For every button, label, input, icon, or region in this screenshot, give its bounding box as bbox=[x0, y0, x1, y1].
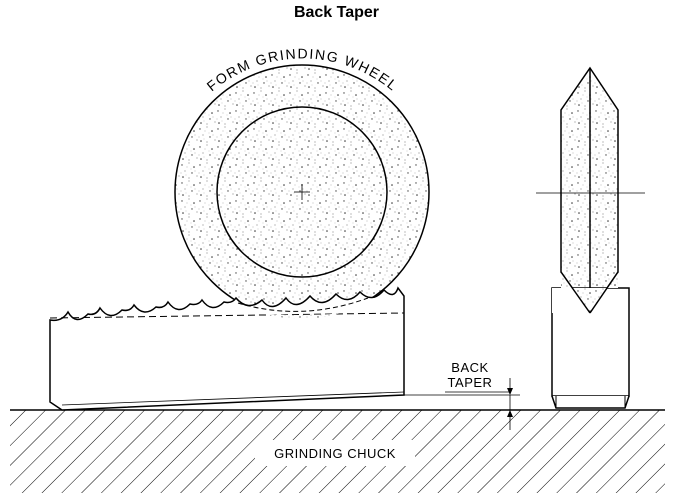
wheel-contact-dashed bbox=[237, 297, 369, 312]
cutter-body bbox=[49, 286, 405, 411]
grinding-chuck-label: GRINDING CHUCK bbox=[274, 446, 396, 461]
back-taper-label-line1: BACK bbox=[451, 360, 488, 375]
back-taper-label-line2: TAPER bbox=[448, 375, 493, 390]
back-taper-dimension: BACK TAPER bbox=[404, 360, 520, 430]
wheel-side-tip bbox=[561, 272, 618, 313]
grinding-chuck: GRINDING CHUCK bbox=[10, 409, 665, 493]
cutter-end-view bbox=[551, 287, 630, 409]
diagram-title: Back Taper bbox=[293, 4, 380, 21]
wheel-side-view bbox=[536, 66, 645, 315]
form-grinding-wheel bbox=[174, 64, 430, 320]
